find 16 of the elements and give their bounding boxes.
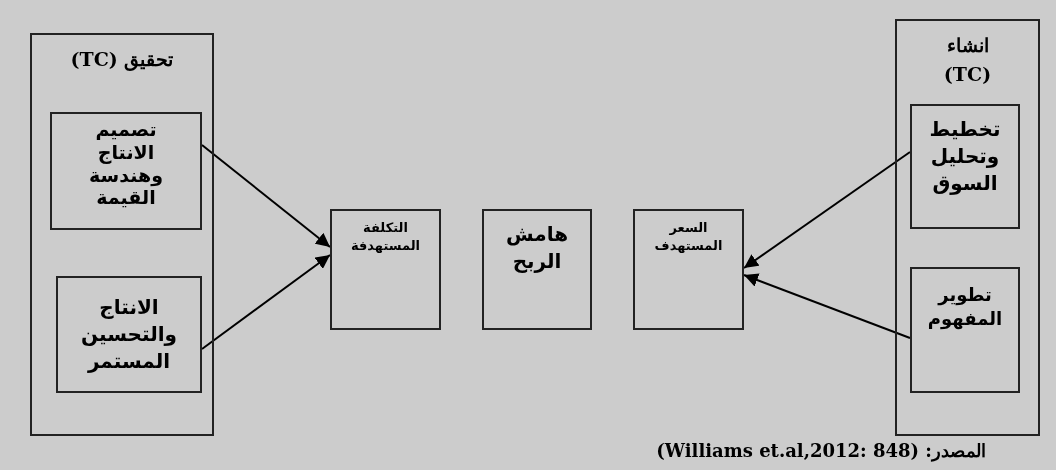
arrow [201,144,331,248]
source-note: المصدر: (Williams et.al,2012: 848) [656,440,986,461]
process-box: التكلفة المستهدفة [330,209,441,330]
group-box [30,33,214,436]
arrow [201,254,331,350]
arrow [743,273,911,339]
group-heading: انشاء (TC) [942,33,993,87]
process-box: تخطيط وتحليل السوق [910,104,1020,229]
group-box [895,19,1040,436]
process-box: هامش الربح [482,209,592,330]
process-box: السعر المستهدف [633,209,744,330]
process-box: الانتاج والتحسين المستمر [56,276,202,393]
process-box: تطوير المفهوم [910,267,1020,393]
group-heading: تحقيق (TC) [69,47,175,73]
process-box: تصميم الانتاج وهندسة القيمة [50,112,202,230]
arrow [743,151,911,269]
